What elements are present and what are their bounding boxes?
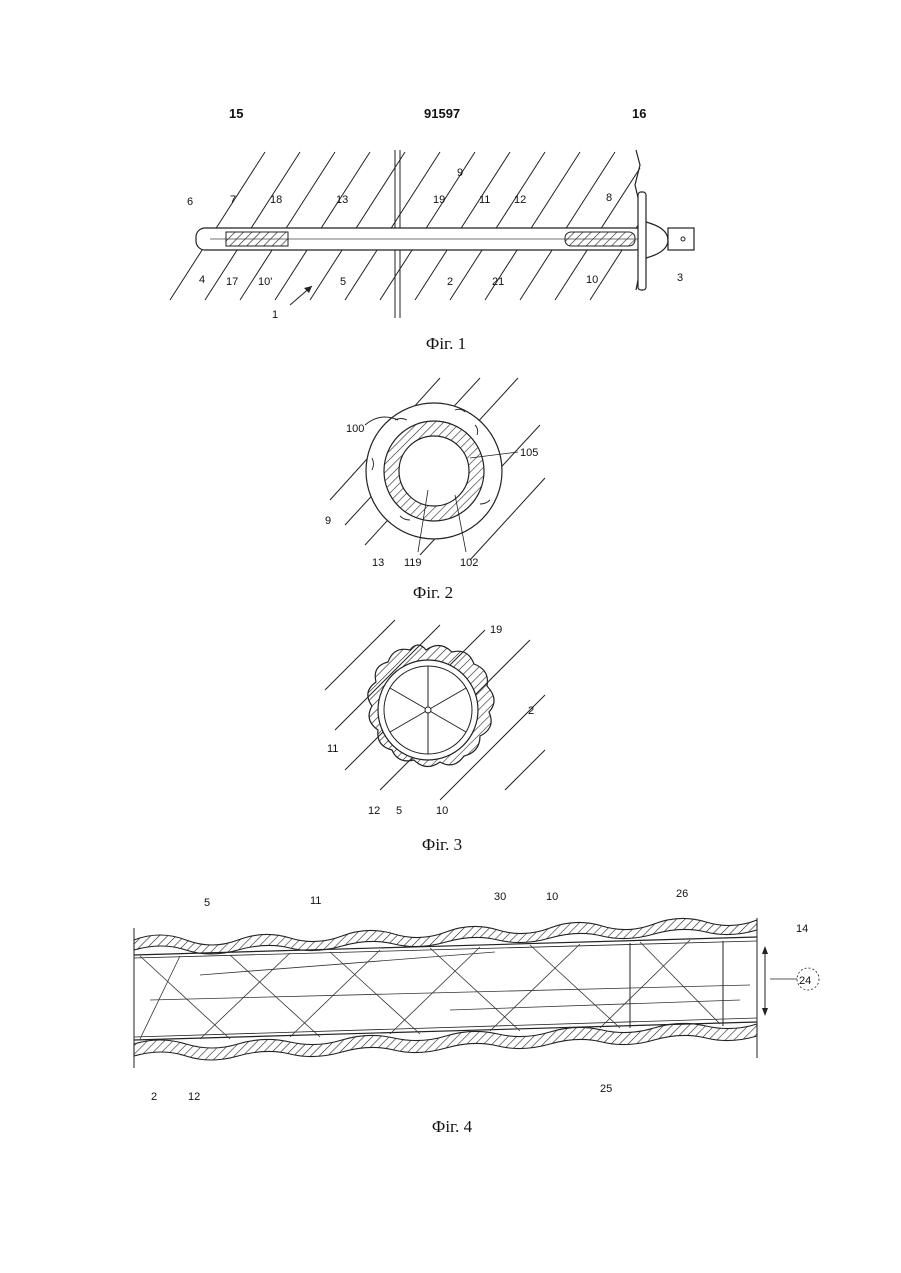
fig1-label-18: 18 — [270, 194, 282, 206]
fig4-label-5: 5 — [204, 897, 210, 909]
fig1-label-6: 6 — [187, 196, 193, 208]
fig1-label-10prime: 10' — [258, 276, 272, 288]
fig4-lattice — [140, 940, 750, 1039]
fig1-label-21: 21 — [492, 276, 504, 288]
fig1-label-13: 13 — [336, 194, 348, 206]
fig1-ground-hatch — [170, 152, 640, 300]
fig2-caption: Фіг. 2 — [413, 583, 453, 603]
fig4-label-2: 2 — [151, 1091, 157, 1103]
fig1-label-10: 10 — [586, 274, 598, 286]
fig1-label-4: 4 — [199, 274, 205, 286]
fig4-label-26: 26 — [676, 888, 688, 900]
fig1-label-8: 8 — [606, 192, 612, 204]
fig4-label-14: 14 — [796, 923, 808, 935]
figure-2: 100 105 9 13 119 102 — [325, 378, 545, 569]
fig2-label-119: 119 — [404, 557, 422, 569]
fig4-label-12: 12 — [188, 1091, 200, 1103]
fig1-label-2: 2 — [447, 276, 453, 288]
fig1-label-17: 17 — [226, 276, 238, 288]
fig2-label-100: 100 — [346, 423, 364, 435]
fig1-label-7: 7 — [230, 194, 236, 206]
fig1-label-3: 3 — [677, 272, 683, 284]
fig1-label-9: 9 — [457, 167, 463, 179]
fig2-label-13: 13 — [372, 557, 384, 569]
fig2-label-9: 9 — [325, 515, 331, 527]
fig4-label-30: 30 — [494, 891, 506, 903]
fig1-label-19: 19 — [433, 194, 445, 206]
fig4-label-24: 24 — [799, 975, 811, 987]
fig1-label-5: 5 — [340, 276, 346, 288]
fig4-caption: Фіг. 4 — [432, 1117, 472, 1137]
fig4-label-10: 10 — [546, 891, 558, 903]
fig3-label-5: 5 — [396, 805, 402, 817]
fig1-label-1: 1 — [272, 309, 278, 321]
fig2-label-102: 102 — [460, 557, 478, 569]
fig4-label-25: 25 — [600, 1083, 612, 1095]
figure-3: 19 2 11 12 5 10 — [325, 620, 545, 817]
fig3-label-19: 19 — [490, 624, 502, 636]
fig3-label-11: 11 — [327, 743, 338, 755]
fig1-label-11: 11 — [479, 194, 490, 206]
figure-1: 6 7 18 13 9 19 11 12 8 4 17 10' 5 2 21 1… — [170, 150, 694, 321]
fig1-caption: Фіг. 1 — [426, 334, 466, 354]
fig4-label-11: 11 — [310, 895, 321, 907]
fig3-label-10: 10 — [436, 805, 448, 817]
figure-4: 5 11 30 10 26 14 24 2 12 25 — [134, 888, 819, 1103]
fig2-label-105: 105 — [520, 447, 538, 459]
fig3-label-12: 12 — [368, 805, 380, 817]
fig3-label-2: 2 — [528, 705, 534, 717]
fig1-label-12: 12 — [514, 194, 526, 206]
fig3-caption: Фіг. 3 — [422, 835, 462, 855]
